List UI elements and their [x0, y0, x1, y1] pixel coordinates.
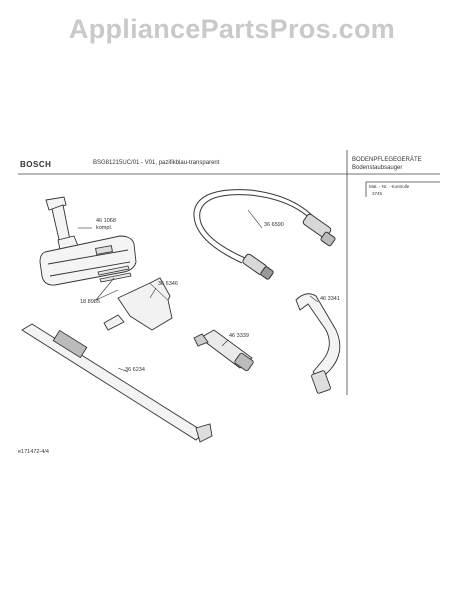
leader-lines — [78, 209, 319, 373]
part-label-floor-nozzle: 46 1068 kompl. — [96, 218, 116, 232]
part-label-brush-strips: 18 8985 — [80, 299, 100, 305]
telescopic-tube-drawing — [21, 323, 213, 443]
part-label-upholstery-tool: 36 6346 — [158, 281, 178, 287]
watermark-text: AppliancePartsPros.com — [68, 14, 396, 44]
part-label-connector: 46 3339 — [229, 333, 249, 339]
part-number: 46 1068 — [96, 218, 116, 224]
connector-drawing — [193, 329, 254, 372]
frame-lines — [18, 150, 440, 395]
brush-strips-drawing — [97, 265, 132, 283]
hose-drawing — [193, 189, 336, 280]
legend-header: Mat. - Nr. - Kontrolle — [369, 184, 410, 189]
upholstery-tool-drawing — [103, 277, 173, 331]
part-note: kompl. — [96, 225, 113, 231]
legend-value: 3745 — [372, 191, 383, 196]
subcategory-label: Bodenstaubsauger — [352, 165, 403, 171]
part-label-handle: 46 3341 — [320, 296, 340, 302]
brand-label: BOSCH — [20, 160, 52, 169]
floor-nozzle-drawing — [39, 196, 137, 286]
drawing-id: e171472-4/4 — [18, 449, 49, 455]
handle-drawing — [295, 293, 341, 394]
model-label: BSG81215UC/01 - V01, pazifikblau-transpa… — [93, 160, 220, 166]
part-label-telescopic-tube: 36 6234 — [125, 367, 145, 373]
part-label-hose: 36 6590 — [264, 222, 284, 228]
category-label: BODENPFLEGEGERÄTE — [352, 157, 422, 163]
